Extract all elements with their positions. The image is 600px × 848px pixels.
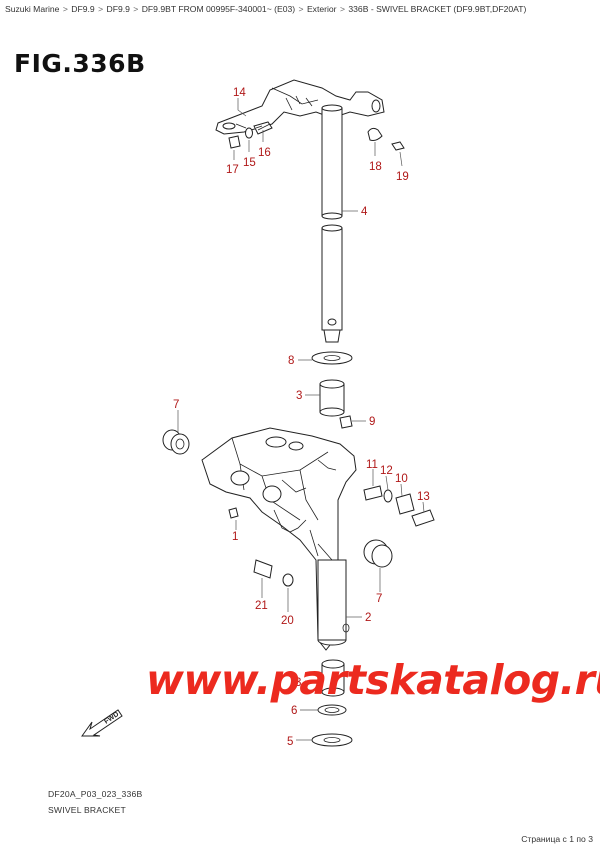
thrust-washer-part-8[interactable] [311, 351, 353, 365]
breadcrumb: Suzuki Marine > DF9.9 > DF9.9 > DF9.9BT … [5, 4, 526, 14]
swivel-bracket-body[interactable] [201, 427, 357, 651]
callout-19[interactable]: 19 [396, 171, 409, 183]
callout-6[interactable]: 6 [291, 705, 297, 717]
bolt-part-13[interactable] [411, 509, 435, 527]
breadcrumb-separator: > [98, 4, 104, 14]
washer-part-12[interactable] [383, 489, 393, 503]
plug-part-7-left[interactable] [162, 429, 190, 455]
page-indicator: Страница с 1 по 3 [521, 834, 593, 844]
watermark-text: www.partskatalog.ru [146, 656, 600, 704]
breadcrumb-separator: > [339, 4, 345, 14]
callout-21[interactable]: 21 [255, 600, 268, 612]
fwd-arrow-icon [81, 709, 123, 737]
bushing-part-3-upper[interactable] [319, 379, 345, 417]
callout-9[interactable]: 9 [369, 416, 375, 428]
callout-16[interactable]: 16 [258, 147, 271, 159]
callout-20[interactable]: 20 [281, 615, 294, 627]
breadcrumb-separator: > [133, 4, 139, 14]
spring-part-11[interactable] [363, 485, 383, 501]
bushing-part-3-lower[interactable] [321, 659, 345, 697]
callout-15[interactable]: 15 [243, 157, 256, 169]
breadcrumb-separator: > [62, 4, 68, 14]
washer-part-6[interactable] [317, 704, 347, 716]
thrust-washer-part-5[interactable] [311, 733, 353, 747]
washer-part-20[interactable] [282, 573, 294, 587]
figure-title: FIG.336B [14, 49, 146, 78]
breadcrumb-item-df9-9-sub[interactable]: DF9.9 [106, 4, 130, 14]
plate-part-9[interactable] [339, 415, 353, 429]
nut-part-17[interactable] [228, 135, 241, 149]
callout-4[interactable]: 4 [361, 206, 368, 218]
callout-2[interactable]: 2 [365, 612, 371, 624]
callout-14[interactable]: 14 [233, 87, 246, 99]
callout-3-upper[interactable]: 3 [296, 390, 302, 402]
steering-shaft-part[interactable] [321, 104, 343, 343]
breadcrumb-item-suzuki-marine[interactable]: Suzuki Marine [5, 4, 60, 14]
callout-10[interactable]: 10 [395, 473, 408, 485]
callout-3-lower[interactable]: 3 [295, 677, 301, 689]
breadcrumb-item-exterior[interactable]: Exterior [306, 4, 337, 14]
bolt-part-16[interactable] [253, 121, 273, 135]
breadcrumb-item-model-range[interactable]: DF9.9BT FROM 00995F-340001~ (E03) [141, 4, 296, 14]
callout-5[interactable]: 5 [287, 736, 293, 748]
callout-17[interactable]: 17 [226, 164, 239, 176]
callout-12[interactable]: 12 [380, 465, 393, 477]
steering-bracket-part[interactable] [215, 79, 385, 135]
callout-7-left[interactable]: 7 [173, 399, 179, 411]
callout-1[interactable]: 1 [232, 531, 238, 543]
grease-nipple-part-1[interactable] [228, 507, 239, 519]
breadcrumb-item-df9-9[interactable]: DF9.9 [71, 4, 95, 14]
callout-13[interactable]: 13 [417, 491, 430, 503]
breadcrumb-item-current: 336B - SWIVEL BRACKET (DF9.9BT,DF20AT) [348, 4, 527, 14]
leader-lines [177, 98, 425, 741]
plug-part-7-right[interactable] [363, 539, 393, 568]
callout-7-right[interactable]: 7 [376, 593, 382, 605]
callout-labels: 14 16 15 17 18 19 4 8 3 9 7 11 12 10 13 … [173, 87, 430, 748]
clip-part-18[interactable] [367, 127, 383, 141]
breadcrumb-separator: > [298, 4, 304, 14]
callout-8[interactable]: 8 [288, 355, 294, 367]
diagram-caption: SWIVEL BRACKET [48, 805, 126, 815]
knob-part-10[interactable] [395, 493, 415, 515]
washer-part-15[interactable] [245, 127, 253, 139]
bolt-part-21[interactable] [253, 559, 273, 579]
callout-18[interactable]: 18 [369, 161, 382, 173]
callout-11[interactable]: 11 [366, 459, 378, 471]
bolt-part-19[interactable] [391, 141, 405, 151]
diagram-code: DF20A_P03_023_336B [48, 789, 143, 799]
